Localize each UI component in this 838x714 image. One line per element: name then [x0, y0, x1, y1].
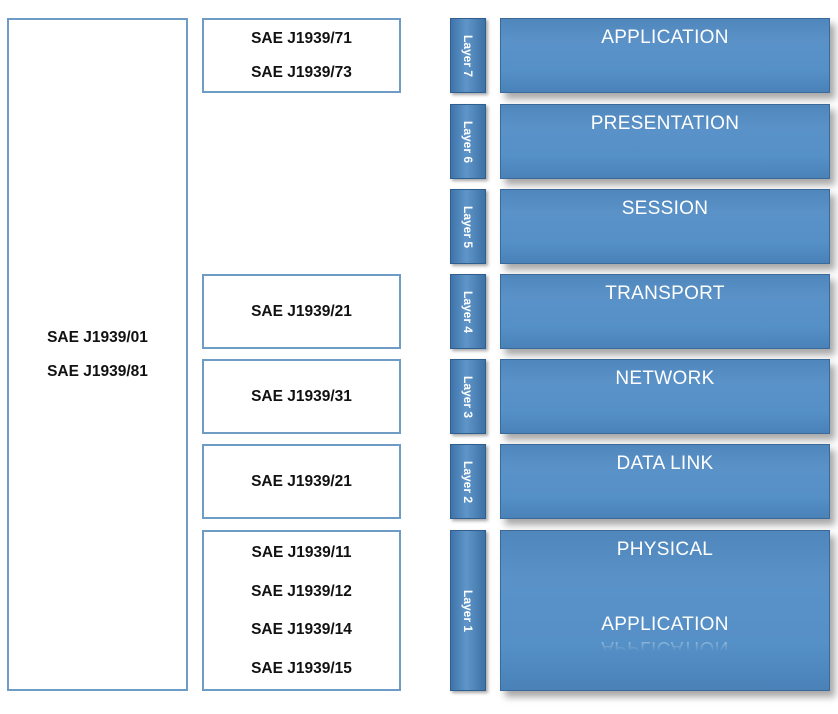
layer-name: SESSION — [621, 198, 709, 219]
layer1-panel: PHYSICAL APPLICATION APPLICATION — [500, 530, 830, 691]
standard-label: SAE J1939/71 — [251, 30, 352, 47]
standard-label: SAE J1939/21 — [251, 302, 352, 320]
layer-tab-label: Layer 5 — [461, 205, 475, 248]
standard-label: SAE J1939/81 — [47, 363, 148, 380]
layer3-standards-box: SAE J1939/31 — [202, 359, 401, 434]
layer5-tab: Layer 5 — [450, 189, 486, 264]
standard-label: SAE J1939/14 — [251, 621, 352, 638]
layer3-panel: NETWORK — [500, 359, 830, 434]
layer-tab-label: Layer 4 — [461, 290, 475, 333]
layer-name: DATA LINK — [616, 453, 714, 474]
standard-label: SAE J1939/15 — [251, 659, 352, 677]
layer-extra-name: APPLICATION — [601, 614, 729, 635]
layer7-panel: APPLICATION — [500, 18, 830, 93]
layer-name: APPLICATION — [601, 27, 729, 48]
layer7-standards-box: SAE J1939/71 SAE J1939/73 — [202, 18, 401, 93]
standard-label: SAE J1939/73 — [251, 63, 352, 81]
standard-label: SAE J1939/12 — [251, 582, 352, 600]
layer-extra-reflection: APPLICATION — [501, 636, 829, 658]
layer-name: PHYSICAL — [616, 539, 714, 560]
layer7-tab: Layer 7 — [450, 18, 486, 93]
standard-label: SAE J1939/21 — [251, 472, 352, 490]
layer-tab-label: Layer 3 — [461, 375, 475, 418]
layer4-standards-box: SAE J1939/21 — [202, 274, 401, 349]
layer6-panel: PRESENTATION — [500, 104, 830, 179]
layer-tab-label: Layer 2 — [461, 460, 475, 503]
layer4-panel: TRANSPORT — [500, 274, 830, 349]
standard-label: SAE J1939/01 — [47, 328, 148, 346]
layer2-standards-box: SAE J1939/21 — [202, 444, 401, 519]
standard-label: SAE J1939/31 — [251, 387, 352, 405]
layer2-tab: Layer 2 — [450, 444, 486, 519]
layer6-tab: Layer 6 — [450, 104, 486, 179]
layer1-standards-box: SAE J1939/11 SAE J1939/12 SAE J1939/14 S… — [202, 530, 401, 691]
layer4-tab: Layer 4 — [450, 274, 486, 349]
layer-name: PRESENTATION — [590, 113, 740, 134]
layer-name: NETWORK — [615, 368, 715, 389]
layer-tab-label: Layer 7 — [461, 34, 475, 77]
layer-tab-label: Layer 1 — [461, 589, 475, 632]
layer-name: TRANSPORT — [605, 283, 725, 304]
layer-tab-label: Layer 6 — [461, 120, 475, 163]
standard-label: SAE J1939/11 — [251, 544, 352, 561]
layer3-tab: Layer 3 — [450, 359, 486, 434]
layer1-tab: Layer 1 — [450, 530, 486, 691]
layer5-panel: SESSION — [500, 189, 830, 264]
left-standards-box: SAE J1939/01 SAE J1939/81 — [7, 18, 188, 691]
layer2-panel: DATA LINK — [500, 444, 830, 519]
